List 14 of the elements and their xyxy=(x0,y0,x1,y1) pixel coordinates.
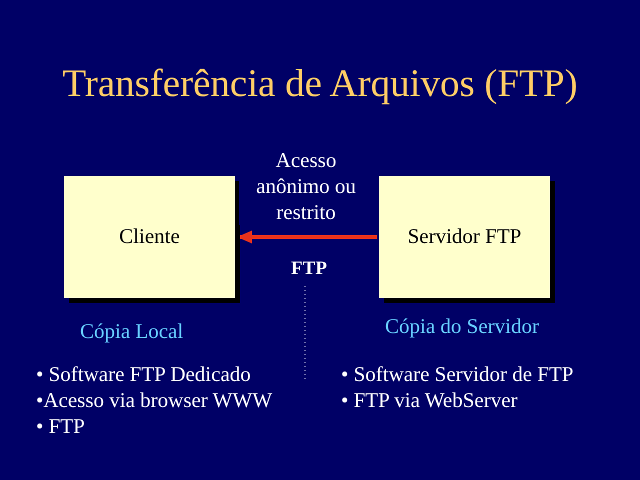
bullet-item: •Acesso via browser WWW xyxy=(36,387,272,413)
box-label: Servidor FTP xyxy=(408,223,522,250)
bullet-item: • FTP via WebServer xyxy=(341,387,518,413)
box-label: Cliente xyxy=(119,223,180,250)
section-heading: Cópia do Servidor xyxy=(385,313,539,339)
entity-box xyxy=(379,176,550,298)
bullet-item: • Software Servidor de FTP xyxy=(341,361,574,387)
arrow xyxy=(237,230,377,244)
entity-box xyxy=(64,176,235,298)
bullet-item: • FTP xyxy=(36,413,85,439)
bullet-item: • Software FTP Dedicado xyxy=(36,361,251,387)
protocol-label: FTP xyxy=(291,257,327,281)
slide-title: Transferência de Arquivos (FTP) xyxy=(62,61,578,107)
section-heading: Cópia Local xyxy=(80,318,184,344)
